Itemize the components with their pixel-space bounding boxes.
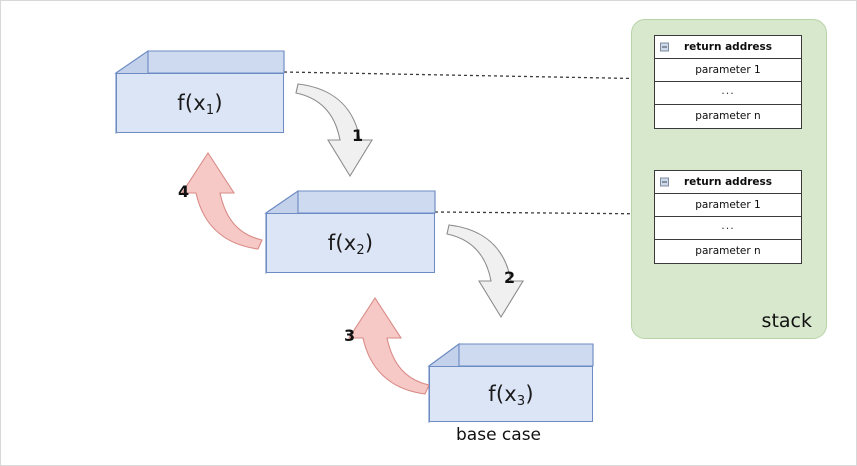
- stack-container: return address parameter 1 ... parameter…: [631, 19, 827, 339]
- box-fx1-front-face: f(x1): [116, 73, 284, 133]
- box-fx2-label: f(x2): [327, 231, 374, 258]
- box-fx2-front-face: f(x2): [266, 213, 435, 273]
- stack-frame-1-row-parameter-n: parameter n: [655, 105, 801, 128]
- stack-frame-1-row-ellipsis: ...: [655, 82, 801, 105]
- stack-frame-1-return-address-text: return address: [683, 40, 773, 53]
- stack-frame-2-row-parameter-1: parameter 1: [655, 194, 801, 217]
- box-fx1-label: f(x1): [177, 91, 223, 118]
- stack-frame-1-row-parameter-1: parameter 1: [655, 59, 801, 82]
- stack-frame-1[interactable]: return address parameter 1 ... parameter…: [654, 35, 802, 129]
- box-fx2[interactable]: f(x2): [266, 213, 435, 273]
- box-fx3-label: f(x3): [488, 382, 534, 409]
- collapse-minus-icon[interactable]: [660, 42, 669, 52]
- stack-frame-2-parameter-n-text: parameter n: [695, 245, 761, 258]
- box-fx3[interactable]: f(x3): [429, 366, 593, 422]
- stack-label: stack: [761, 310, 812, 332]
- dashed-connector-1: [283, 71, 662, 80]
- base-case-caption: base case: [456, 425, 542, 445]
- box-fx1[interactable]: f(x1): [116, 73, 284, 133]
- stack-frame-1-row-return-address[interactable]: return address: [655, 36, 801, 59]
- dashed-connector-2: [434, 211, 662, 215]
- stack-frame-2-row-ellipsis: ...: [655, 217, 801, 240]
- collapse-minus-icon[interactable]: [660, 177, 669, 187]
- arrow-3-number: 3: [344, 326, 356, 345]
- arrow-4-shape: [181, 152, 263, 250]
- stack-frame-2-row-parameter-n: parameter n: [655, 240, 801, 263]
- stack-frame-1-parameter-1-text: parameter 1: [695, 63, 761, 76]
- stack-frame-2-row-return-address[interactable]: return address: [655, 171, 801, 194]
- arrow-4-number: 4: [178, 182, 190, 201]
- box-fx3-front-face: f(x3): [429, 366, 593, 422]
- stack-frame-2-ellipsis-text: ...: [721, 218, 735, 232]
- arrow-3-shape: [348, 297, 430, 395]
- stack-frame-2-return-address-text: return address: [683, 175, 773, 188]
- stack-frame-1-ellipsis-text: ...: [721, 83, 735, 97]
- stack-frame-2-parameter-1-text: parameter 1: [695, 198, 761, 211]
- arrow-1-number: 1: [352, 126, 364, 145]
- stack-frame-2[interactable]: return address parameter 1 ... parameter…: [654, 170, 802, 264]
- stack-frame-1-parameter-n-text: parameter n: [695, 110, 761, 123]
- arrow-2-number: 2: [504, 268, 516, 287]
